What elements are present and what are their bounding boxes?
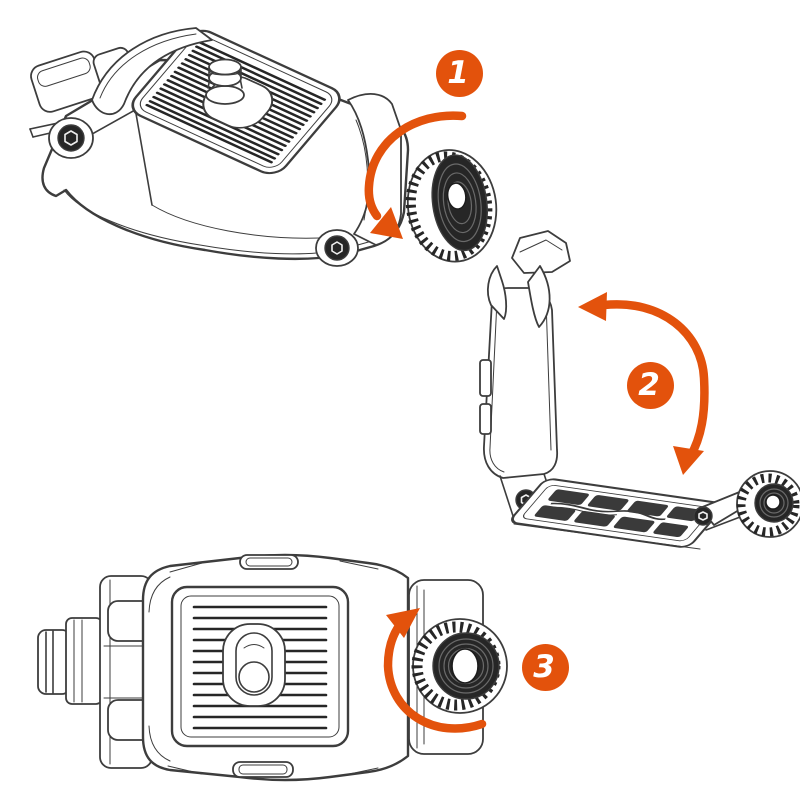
step-3-badge: 3 (522, 644, 569, 691)
clip-folded-view-drawing (479, 230, 800, 550)
clip-isometric-view-drawing (29, 27, 498, 267)
plate-edge (513, 523, 701, 550)
strap-slot (479, 403, 492, 435)
grip-pads (534, 489, 702, 538)
side-latch-assembly (37, 575, 159, 769)
arm-bolt (693, 506, 713, 526)
rotate-knob-counterclockwise-arrow-icon (364, 111, 467, 239)
step-1-badge: 1 (436, 50, 483, 97)
step-2-badge: 2 (627, 362, 674, 409)
thumb-knob (411, 618, 508, 714)
clamp-top-latch (486, 230, 571, 328)
mount-slot-top (239, 554, 299, 570)
rotate-knob-counterclockwise-arrow-icon (383, 608, 487, 733)
thumb-knob (736, 470, 800, 538)
mount-slot-bottom (232, 761, 294, 778)
screw-slot (222, 623, 286, 707)
hex-bolt (48, 117, 94, 159)
step-1-number: 1 (447, 55, 469, 91)
clamp-jaw-arm (91, 27, 213, 115)
clip-front-view-drawing (37, 553, 508, 782)
fold-plate-down-arc-arrow-icon (578, 292, 709, 475)
base-plate-flat (511, 478, 724, 548)
strap-slot (479, 359, 492, 397)
pivot-bolt (315, 229, 359, 267)
step-2-number: 2 (638, 367, 660, 403)
thumb-knob (405, 149, 498, 263)
camera-screw (205, 58, 245, 105)
step-3-number: 3 (533, 649, 555, 685)
brand-logo-outline (550, 502, 666, 520)
quick-release-plate-front (170, 585, 350, 748)
